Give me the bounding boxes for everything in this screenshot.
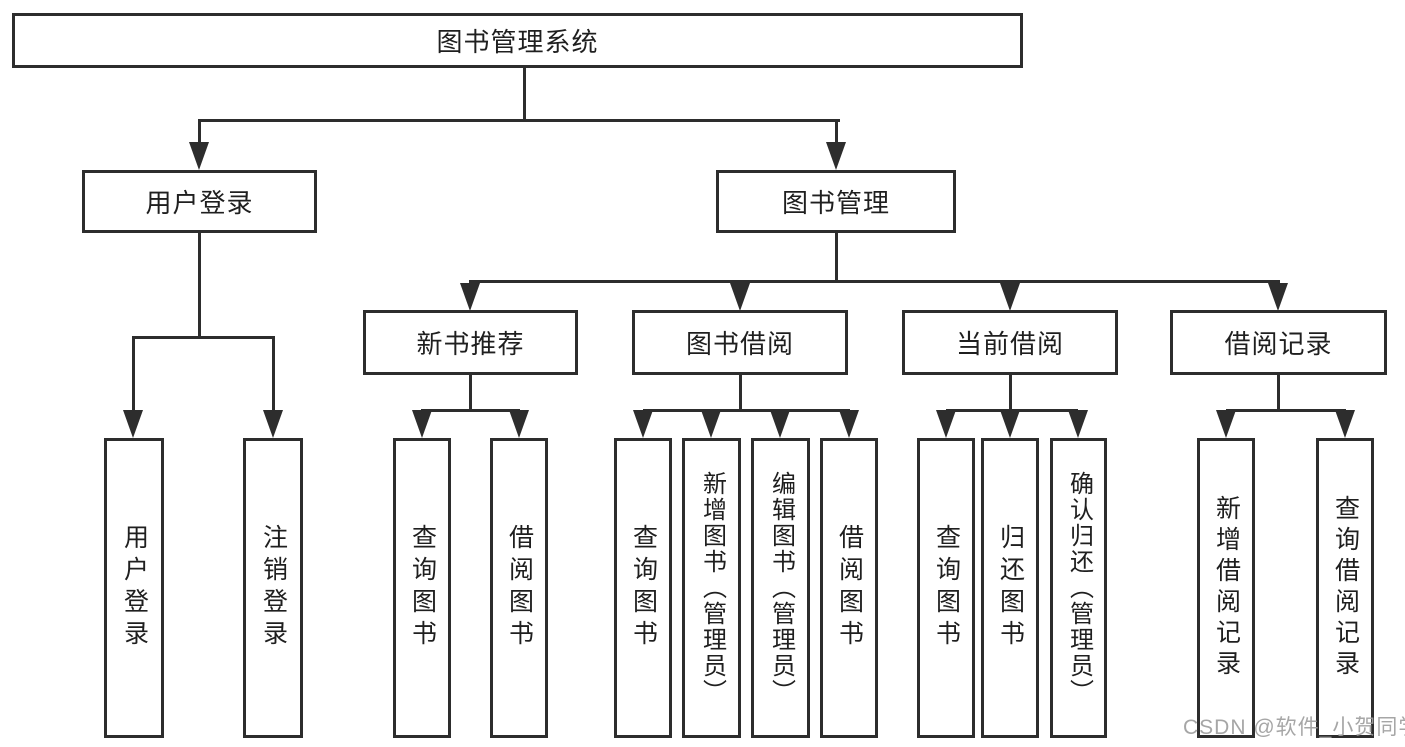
- arrowhead-cb-return: [1000, 410, 1020, 438]
- connector-drop-book-mgmt: [835, 119, 838, 146]
- connector-current-stem: [1009, 375, 1012, 409]
- leaf-nb-borrow-book: 借阅图书: [490, 438, 548, 738]
- connector-borrowing-stem: [739, 375, 742, 409]
- node-borrowing-records: 借阅记录: [1170, 310, 1387, 375]
- leaf-cb-confirm-return-admin: 确认归还（管理员）: [1050, 438, 1107, 738]
- leaf-rec-query-record: 查询借阅记录: [1316, 438, 1374, 738]
- leaf-cb-query-book: 查询图书: [917, 438, 975, 738]
- arrowhead-logout: [263, 410, 283, 438]
- leaf-user-login-label: 用户登录: [120, 524, 149, 652]
- arrowhead-book-mgmt: [826, 142, 846, 170]
- leaf-nb-query-book: 查询图书: [393, 438, 451, 738]
- arrowhead-bb-edit: [770, 410, 790, 438]
- connector-drop-logout: [272, 336, 275, 412]
- leaf-bb-add-book-admin: 新增图书（管理员）: [682, 438, 741, 738]
- arrowhead-cb-confirm: [1068, 410, 1088, 438]
- leaf-cb-return-book: 归还图书: [981, 438, 1039, 738]
- arrowhead-cb-query: [936, 410, 956, 438]
- leaf-bb-add-book-admin-label: 新增图书（管理员）: [698, 471, 726, 705]
- arrowhead-borrowing: [730, 283, 750, 311]
- leaf-rec-query-record-label: 查询借阅记录: [1331, 495, 1360, 681]
- arrowhead-login: [123, 410, 143, 438]
- leaf-bb-query-book: 查询图书: [614, 438, 672, 738]
- node-library-system: 图书管理系统: [12, 13, 1023, 68]
- leaf-bb-borrow-book: 借阅图书: [820, 438, 878, 738]
- node-library-system-label: 图书管理系统: [436, 27, 599, 57]
- connector-records-rail: [1226, 409, 1346, 412]
- leaf-nb-query-book-label: 查询图书: [408, 524, 437, 652]
- leaf-logout: 注销登录: [243, 438, 303, 738]
- leaf-rec-add-record: 新增借阅记录: [1197, 438, 1255, 738]
- connector-level3-rail: [470, 280, 1280, 283]
- connector-drop-login: [132, 336, 135, 412]
- connector-drop-user-login: [198, 119, 201, 146]
- leaf-cb-confirm-return-admin-label: 确认归还（管理员）: [1065, 471, 1093, 705]
- csdn-watermark: CSDN @软件_小贺同学: [1183, 716, 1405, 739]
- connector-user-stem: [198, 233, 201, 336]
- node-new-book-recommend: 新书推荐: [363, 310, 578, 375]
- arrowhead-user-login: [189, 142, 209, 170]
- connector-borrowing-rail: [643, 409, 850, 412]
- arrowhead-current: [1000, 283, 1020, 311]
- connector-level2-rail: [198, 119, 840, 122]
- arrowhead-bb-add: [701, 410, 721, 438]
- leaf-cb-return-book-label: 归还图书: [996, 524, 1025, 652]
- arrowhead-records: [1268, 283, 1288, 311]
- leaf-nb-borrow-book-label: 借阅图书: [505, 524, 534, 652]
- leaf-bb-borrow-book-label: 借阅图书: [835, 524, 864, 652]
- node-current-borrowing: 当前借阅: [902, 310, 1118, 375]
- connector-newbook-stem: [469, 375, 472, 409]
- node-book-borrowing-label: 图书借阅: [685, 329, 794, 359]
- arrowhead-newbook: [460, 283, 480, 311]
- node-current-borrowing-label: 当前借阅: [955, 329, 1064, 359]
- leaf-cb-query-book-label: 查询图书: [932, 524, 961, 652]
- arrowhead-bb-borrow: [839, 410, 859, 438]
- connector-user-rail: [132, 336, 275, 339]
- node-borrowing-records-label: 借阅记录: [1224, 329, 1333, 359]
- connector-records-stem: [1277, 375, 1280, 409]
- leaf-rec-add-record-label: 新增借阅记录: [1212, 495, 1241, 681]
- node-user-login-branch: 用户登录: [82, 170, 317, 233]
- arrowhead-bb-query: [633, 410, 653, 438]
- node-book-borrowing: 图书借阅: [632, 310, 848, 375]
- leaf-bb-edit-book-admin: 编辑图书（管理员）: [751, 438, 810, 738]
- leaf-bb-edit-book-admin-label: 编辑图书（管理员）: [767, 471, 795, 705]
- arrowhead-rec-query: [1335, 410, 1355, 438]
- leaf-logout-label: 注销登录: [259, 524, 288, 652]
- leaf-user-login: 用户登录: [104, 438, 164, 738]
- node-book-management: 图书管理: [716, 170, 956, 233]
- arrowhead-rec-add: [1216, 410, 1236, 438]
- connector-root-stem: [523, 66, 526, 119]
- connector-book-stem: [835, 233, 838, 280]
- leaf-bb-query-book-label: 查询图书: [629, 524, 658, 652]
- node-user-login-branch-label: 用户登录: [145, 188, 254, 218]
- arrowhead-nb-borrow: [509, 410, 529, 438]
- arrowhead-nb-query: [412, 410, 432, 438]
- node-new-book-recommend-label: 新书推荐: [416, 329, 525, 359]
- node-book-management-label: 图书管理: [781, 188, 890, 218]
- connector-newbook-rail: [421, 409, 520, 412]
